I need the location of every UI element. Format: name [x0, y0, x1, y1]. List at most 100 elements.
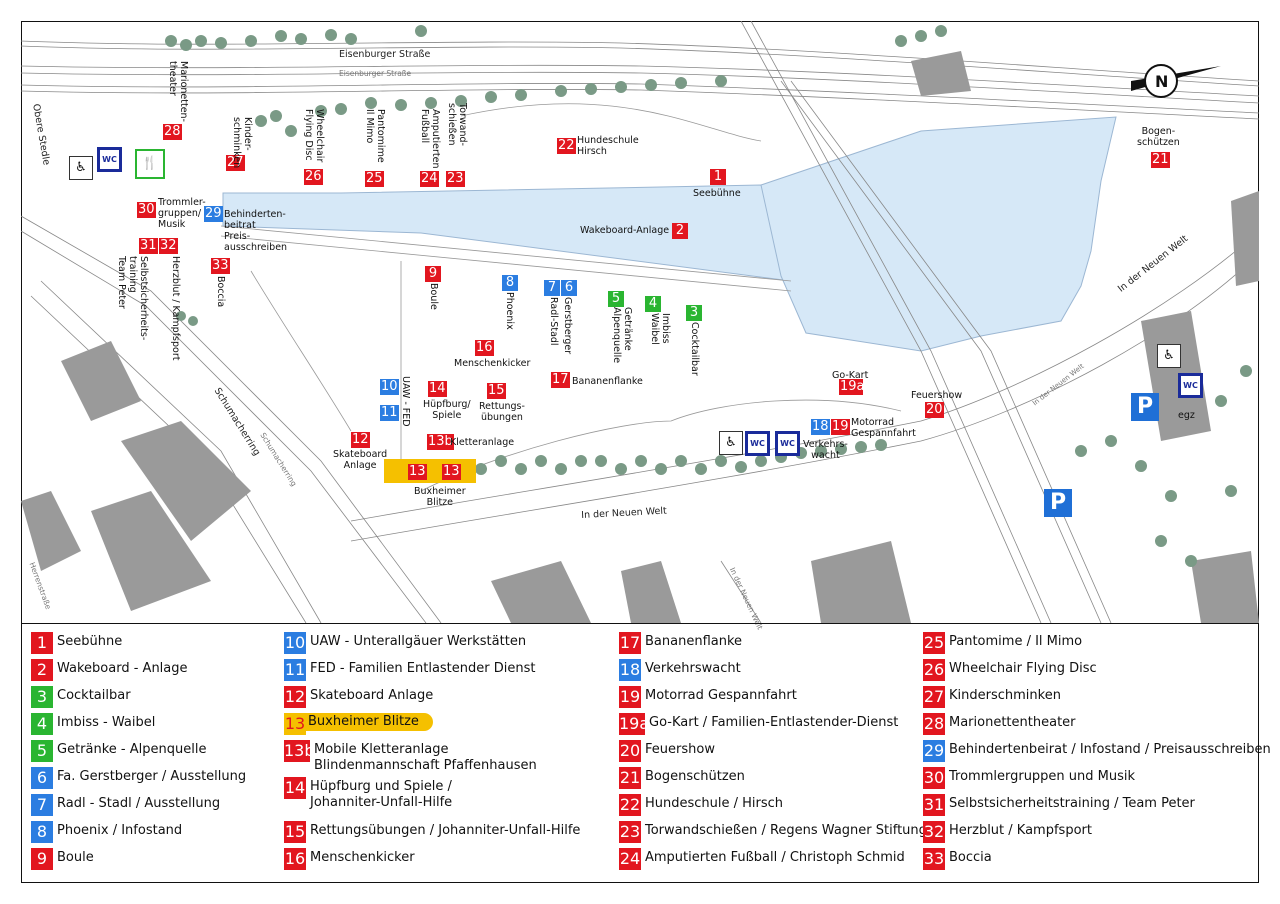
legend-number-badge: 16 [284, 848, 306, 870]
label-behindertenbeirat: Behinderten- beitrat Preis- ausschreiben [224, 209, 288, 253]
marker-5[interactable]: 5 [608, 291, 624, 307]
marker-16[interactable]: 16 [475, 340, 494, 356]
parking-icon-2[interactable]: P [1044, 489, 1072, 517]
label-selbst: Selbstsicherheits- training Team Peter [116, 256, 149, 341]
marker-33[interactable]: 33 [211, 258, 230, 274]
legend-text: Wakeboard - Anlage [57, 661, 188, 676]
legend-number-badge: 17 [619, 632, 641, 654]
legend-item: 12 Skateboard Anlage [284, 686, 433, 708]
legend-item: 27 Kinderschminken [923, 686, 1061, 708]
label-buxheimer: Buxheimer Blitze [414, 486, 466, 508]
wc-icon-park-1: WC [745, 431, 770, 456]
legend-number-badge: 21 [619, 767, 641, 789]
legend-text: Hüpfburg und Spiele / Johanniter-Unfall-… [310, 779, 453, 810]
label-radlstadl: Radl-Stadl [548, 297, 559, 346]
buxheimer-zone [384, 459, 476, 483]
legend-text: Go-Kart / Familien-Entlastender-Dienst [649, 715, 899, 730]
legend-text: Cocktailbar [57, 688, 131, 703]
label-waibel: Imbiss Waibel [649, 313, 671, 345]
marker-19a[interactable]: 19a [839, 379, 865, 395]
legend-text: Mobile Kletteranlage Blindenmannschaft P… [314, 742, 537, 773]
site-map[interactable]: N Eisenburger Straße Eisenburger Straße … [21, 21, 1259, 631]
marker-13a[interactable]: 13 [408, 464, 427, 480]
marker-6[interactable]: 6 [561, 280, 577, 296]
label-seebuehne: Seebühne [693, 188, 741, 199]
marker-23[interactable]: 23 [446, 171, 465, 187]
legend-text: Kinderschminken [949, 688, 1061, 703]
legend-text: Skateboard Anlage [310, 688, 434, 703]
marker-18[interactable]: 18 [811, 419, 830, 435]
legend-number-badge: 7 [31, 794, 53, 816]
legend-text: Torwandschießen / Regens Wagner Stiftung [645, 823, 927, 838]
marker-3[interactable]: 3 [686, 305, 702, 321]
marker-9[interactable]: 9 [425, 266, 441, 282]
legend-text: Boccia [949, 850, 992, 865]
legend-number-badge: 19 [619, 686, 641, 708]
legend-text: Menschenkicker [310, 850, 415, 865]
legend-number-badge: 31 [923, 794, 945, 816]
marker-32[interactable]: 32 [159, 238, 178, 254]
legend-number-badge: 12 [284, 686, 306, 708]
label-motorrad: Motorrad Gespannfahrt [851, 417, 916, 439]
legend-text: UAW - Unterallgäuer Werkstätten [310, 634, 527, 649]
legend-text: Hundeschule / Hirsch [645, 796, 784, 811]
marker-4[interactable]: 4 [645, 296, 661, 312]
marker-10[interactable]: 10 [380, 379, 399, 395]
label-menschenkicker: Menschenkicker [454, 358, 531, 369]
marker-27[interactable]: 27 [226, 155, 245, 171]
marker-11[interactable]: 11 [380, 405, 399, 421]
label-trommler: Trommler- gruppen/ Musik [158, 197, 206, 230]
legend-number-badge: 22 [619, 794, 641, 816]
marker-15[interactable]: 15 [487, 383, 506, 399]
parking-icon-1[interactable]: P [1131, 393, 1159, 421]
marker-26[interactable]: 26 [304, 169, 323, 185]
label-boule: Boule [428, 283, 439, 310]
marker-1[interactable]: 1 [710, 169, 726, 185]
legend-text: Radl - Stadl / Ausstellung [57, 796, 221, 811]
marker-24[interactable]: 24 [420, 171, 439, 187]
marker-7[interactable]: 7 [544, 280, 560, 296]
marker-17[interactable]: 17 [551, 372, 570, 388]
legend-text: Wheelchair Flying Disc [949, 661, 1097, 676]
label-wakeboard: Wakeboard-Anlage [580, 225, 670, 236]
label-boccia: Boccia [215, 276, 226, 308]
legend-number-badge: 14 [284, 777, 306, 799]
label-skate: Skateboard Anlage [333, 449, 388, 471]
legend-number-badge: 3 [31, 686, 53, 708]
marker-30[interactable]: 30 [137, 202, 156, 218]
legend-text: Getränke - Alpenquelle [57, 742, 207, 757]
marker-31[interactable]: 31 [139, 238, 158, 254]
legend-number-badge: 24 [619, 848, 641, 870]
label-cocktailbar: Cocktailbar [689, 322, 700, 376]
legend-number-badge: 27 [923, 686, 945, 708]
marker-19[interactable]: 19 [831, 419, 850, 435]
marker-2[interactable]: 2 [672, 223, 688, 239]
marker-21[interactable]: 21 [1151, 152, 1170, 168]
marker-29[interactable]: 29 [204, 206, 223, 222]
marker-8[interactable]: 8 [502, 275, 518, 291]
label-feuershow: Feuershow [911, 390, 963, 401]
marker-22[interactable]: 22 [557, 138, 576, 154]
legend-number-badge: 29 [923, 740, 945, 762]
marker-13b[interactable]: 13b [427, 434, 454, 450]
legend-text: Feuershow [645, 742, 715, 757]
legend-number-badge: 23 [619, 821, 641, 843]
marker-20[interactable]: 20 [925, 402, 944, 418]
legend-number-badge: 4 [31, 713, 53, 735]
legend-item: 22 Hundeschule / Hirsch [619, 794, 783, 816]
label-wheelchair: Wheelchair Flying Disc [303, 109, 325, 163]
marker-28[interactable]: 28 [163, 124, 182, 140]
marker-13b-dup[interactable]: 13 [442, 464, 461, 480]
label-verkehrswacht: Verkehrs- wacht [803, 439, 848, 461]
marker-12[interactable]: 12 [351, 432, 370, 448]
marker-25[interactable]: 25 [365, 171, 384, 187]
legend-item: 16 Menschenkicker [284, 848, 415, 870]
marker-14[interactable]: 14 [428, 381, 447, 397]
